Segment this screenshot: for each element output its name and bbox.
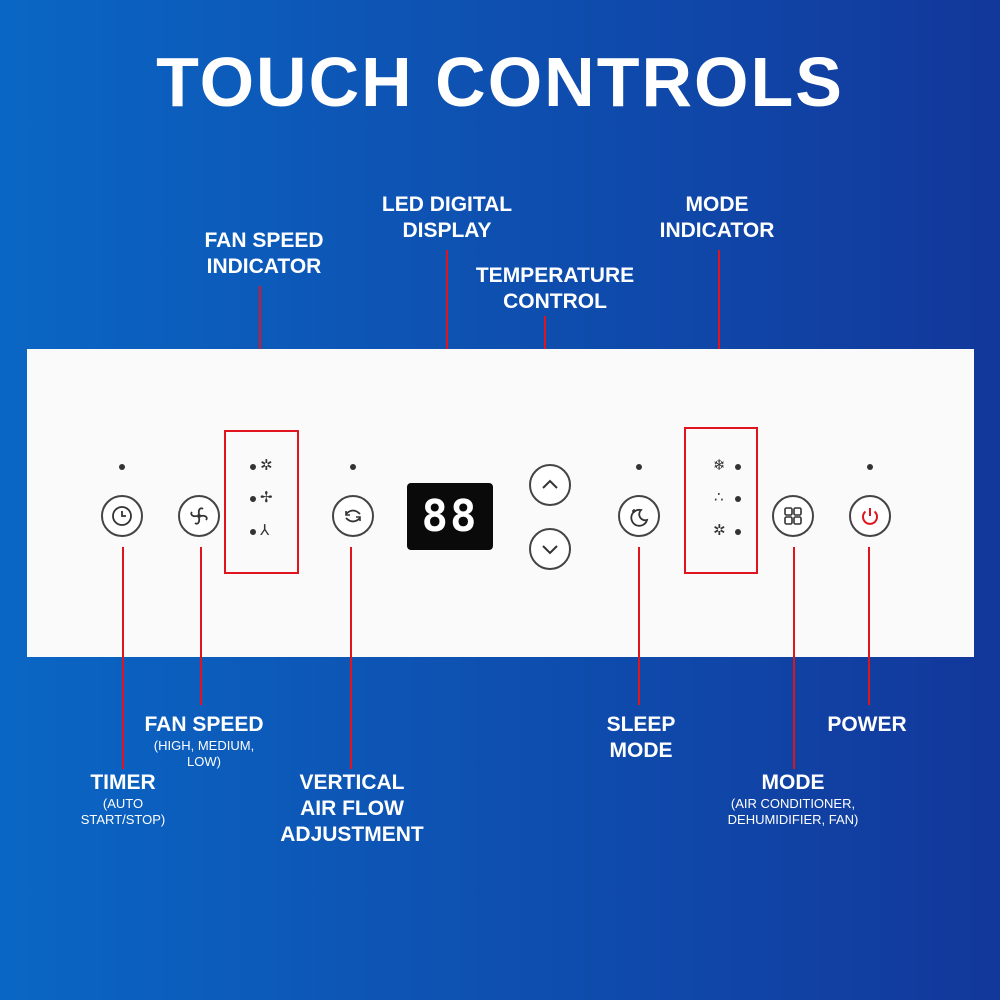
mode-leader <box>793 547 795 769</box>
control-panel <box>27 349 974 657</box>
power-label: POWER <box>827 713 907 736</box>
fan-icon <box>190 507 208 525</box>
temp-up-button[interactable] <box>529 464 571 506</box>
fan-high-dot <box>250 464 256 470</box>
timer-status-dot <box>119 464 125 470</box>
fan-speed-leader <box>200 547 202 705</box>
led-digits: 88 <box>421 491 479 542</box>
air-flow-leader <box>350 547 352 769</box>
clock-icon <box>112 506 132 526</box>
chevron-down-icon <box>542 545 558 555</box>
mode-fan-dot <box>735 529 741 535</box>
mode-indicator-box <box>684 427 758 574</box>
fan-low-icon: ⅄ <box>260 521 270 539</box>
power-leader <box>868 547 870 705</box>
sleep-leader <box>638 547 640 705</box>
moon-icon <box>630 508 649 527</box>
power-status-dot <box>867 464 873 470</box>
timer-button[interactable] <box>101 495 143 537</box>
temp-down-button[interactable] <box>529 528 571 570</box>
air-flow-button[interactable] <box>332 495 374 537</box>
led-display: 88 <box>407 483 493 550</box>
page-title: TOUCH CONTROLS <box>156 43 844 121</box>
mode-ac-dot <box>735 464 741 470</box>
fan-speed-indicator-box <box>224 430 299 574</box>
sleep-status-dot <box>636 464 642 470</box>
swing-icon <box>345 509 361 523</box>
fan-low-dot <box>250 529 256 535</box>
fan-speed-label: FAN SPEED <box>144 713 264 736</box>
mode-dehumidifier-dot <box>735 496 741 502</box>
mode-indicator-leader <box>718 250 720 428</box>
air-flow-status-dot <box>350 464 356 470</box>
fan-speed-sublabel: (HIGH, MEDIUM,LOW) <box>153 738 255 769</box>
power-button[interactable] <box>849 495 891 537</box>
fan-medium-dot <box>250 496 256 502</box>
sleep-button[interactable] <box>618 495 660 537</box>
mode-button[interactable] <box>772 495 814 537</box>
mode-fan-icon: ✲ <box>713 521 726 539</box>
droplets-icon: ∴ <box>714 488 724 506</box>
mode-label: MODE <box>761 771 825 794</box>
power-icon <box>862 508 878 525</box>
snowflake-icon: ❄ <box>713 456 726 474</box>
grid-icon <box>784 507 802 525</box>
timer-label: TIMER <box>90 771 156 794</box>
mode-sublabel: (AIR CONDITIONER,DEHUMIDIFIER, FAN) <box>727 796 859 827</box>
fan-speed-button[interactable] <box>178 495 220 537</box>
timer-leader <box>122 547 124 769</box>
chevron-up-icon <box>542 479 558 489</box>
fan-high-icon: ✲ <box>260 456 273 474</box>
fan-medium-icon: ✢ <box>260 488 273 506</box>
